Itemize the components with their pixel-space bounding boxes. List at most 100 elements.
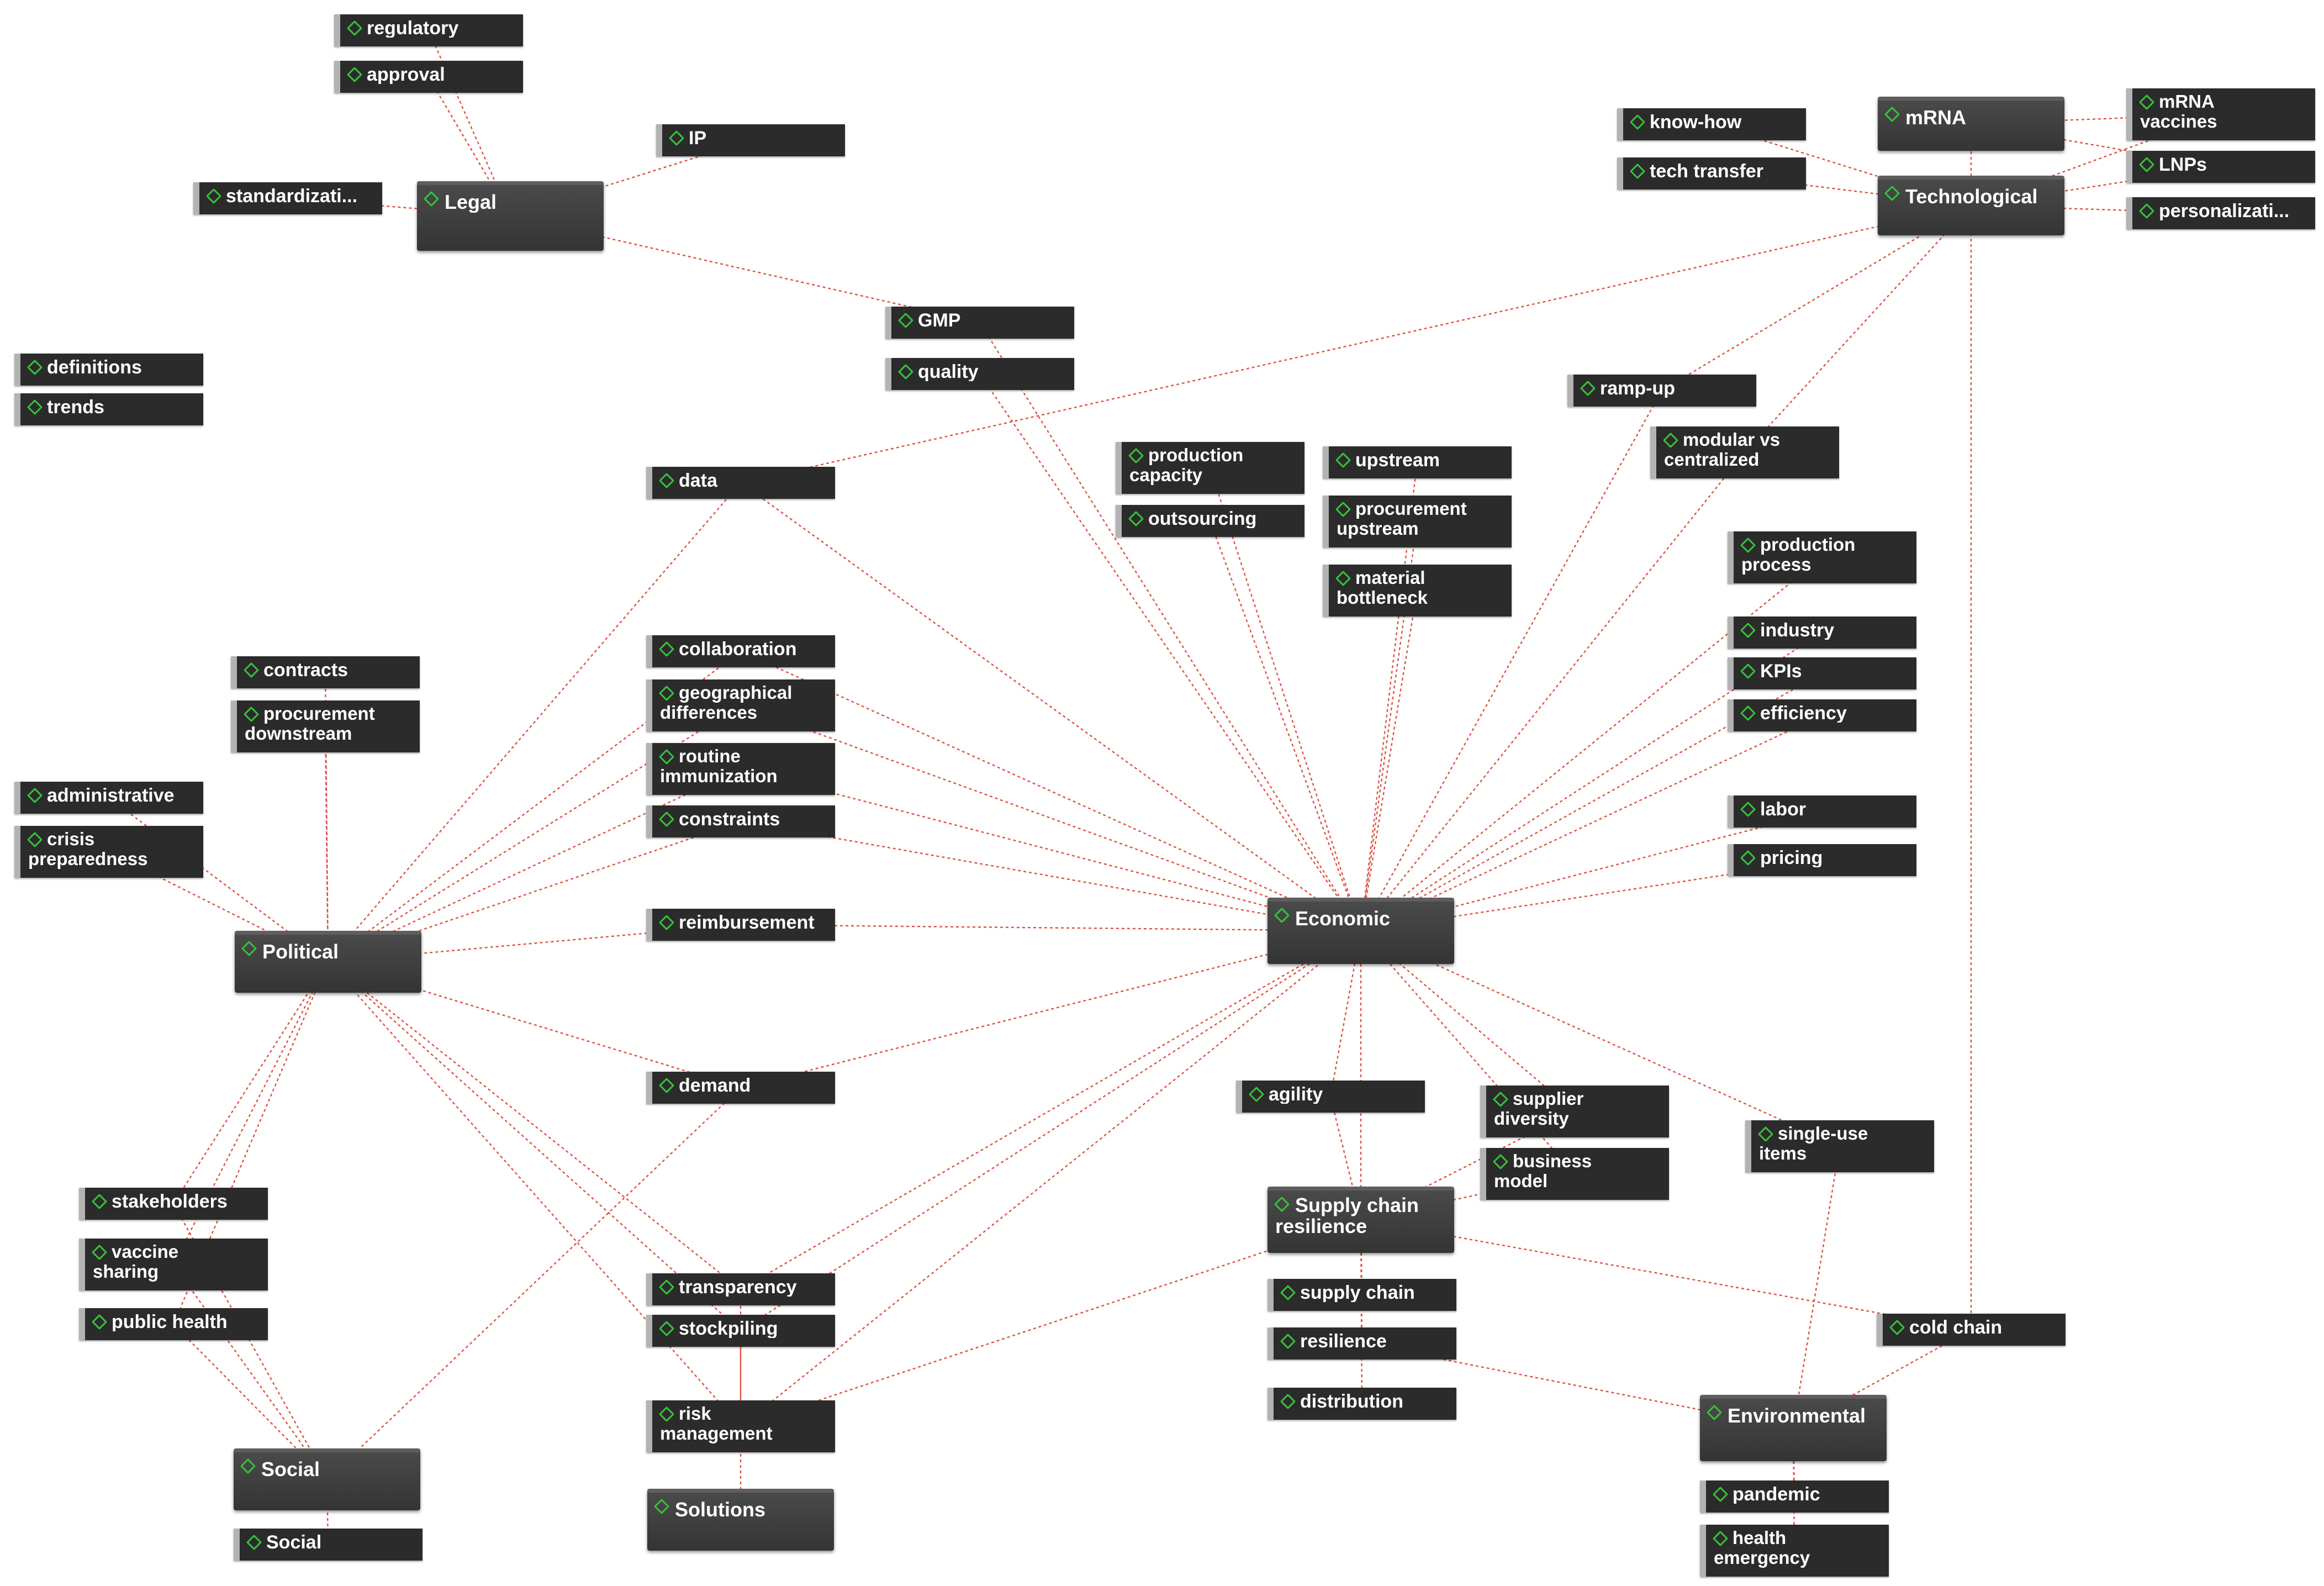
node-label: Legal xyxy=(445,192,497,213)
node-label: geographical differences xyxy=(660,683,793,723)
node-social[interactable]: Social xyxy=(234,1448,420,1510)
node-crisis-preparedness[interactable]: crisis preparedness xyxy=(14,826,203,878)
node-vaccine-sharing[interactable]: vaccine sharing xyxy=(79,1239,268,1290)
node-label: supply chain xyxy=(1300,1283,1415,1302)
node-business-model[interactable]: business model xyxy=(1480,1148,1669,1200)
node-social-tag[interactable]: Social xyxy=(234,1529,422,1561)
node-ramp-up[interactable]: ramp-up xyxy=(1567,375,1756,407)
node-administrative[interactable]: administrative xyxy=(14,782,203,814)
node-lnps[interactable]: LNPs xyxy=(2126,151,2315,183)
node-pandemic[interactable]: pandemic xyxy=(1700,1480,1889,1513)
node-political[interactable]: Political xyxy=(235,931,421,993)
node-production-capacity[interactable]: production capacity xyxy=(1116,442,1304,494)
node-cold-chain[interactable]: cold chain xyxy=(1877,1314,2066,1346)
node-label: material bottleneck xyxy=(1337,568,1428,608)
node-outsourcing[interactable]: outsourcing xyxy=(1116,505,1304,537)
node-label: know-how xyxy=(1650,113,1742,131)
diamond-icon xyxy=(1712,1486,1726,1500)
node-gmp[interactable]: GMP xyxy=(885,307,1074,339)
node-labor[interactable]: labor xyxy=(1728,795,1916,828)
node-quality[interactable]: quality xyxy=(885,358,1074,390)
node-know-how[interactable]: know-how xyxy=(1617,108,1806,140)
diamond-icon xyxy=(658,1077,673,1092)
node-demand[interactable]: demand xyxy=(646,1072,835,1104)
node-geographical-differences[interactable]: geographical differences xyxy=(646,679,835,731)
node-procurement-upstream[interactable]: procurement upstream xyxy=(1323,496,1512,547)
diamond-icon xyxy=(1884,106,1898,120)
node-ip[interactable]: IP xyxy=(656,124,845,156)
node-risk-management[interactable]: risk management xyxy=(646,1400,835,1452)
node-definitions[interactable]: definitions xyxy=(14,354,203,386)
node-label: efficiency xyxy=(1760,704,1847,723)
node-regulatory[interactable]: regulatory xyxy=(334,14,523,46)
diamond-icon xyxy=(658,914,673,929)
node-label: personalizati... xyxy=(2159,202,2290,220)
node-reimbursement[interactable]: reimbursement xyxy=(646,909,835,941)
node-data[interactable]: data xyxy=(646,467,835,499)
node-label: public health xyxy=(112,1313,228,1331)
node-approval[interactable]: approval xyxy=(334,61,523,93)
node-label: Supply chain resilience xyxy=(1275,1195,1419,1237)
node-label: administrative xyxy=(47,786,175,805)
node-mrna[interactable]: mRNA xyxy=(1878,97,2064,151)
node-label: vaccine sharing xyxy=(93,1242,179,1282)
node-label: business model xyxy=(1494,1151,1592,1191)
node-procurement-downstream[interactable]: procurement downstream xyxy=(231,700,420,752)
edge-procurement_downstream-political xyxy=(324,726,329,962)
node-economic[interactable]: Economic xyxy=(1267,898,1454,964)
node-tech-transfer[interactable]: tech transfer xyxy=(1617,157,1806,189)
node-public-health[interactable]: public health xyxy=(79,1308,268,1340)
diamond-icon xyxy=(2138,203,2153,217)
node-label: mRNA xyxy=(1905,107,1967,128)
node-kpis[interactable]: KPIs xyxy=(1728,657,1916,689)
node-label: agility xyxy=(1269,1085,1323,1104)
node-health-emergency[interactable]: health emergency xyxy=(1700,1525,1889,1577)
node-legal[interactable]: Legal xyxy=(417,181,604,251)
node-contracts[interactable]: contracts xyxy=(231,656,420,688)
node-routine-immunization[interactable]: routine immunization xyxy=(646,743,835,795)
node-supplier-diversity[interactable]: supplier diversity xyxy=(1480,1086,1669,1137)
diamond-icon xyxy=(27,359,41,373)
node-upstream[interactable]: upstream xyxy=(1323,446,1512,478)
node-technological[interactable]: Technological xyxy=(1878,176,2064,235)
node-production-process[interactable]: production process xyxy=(1728,531,1916,583)
node-mrna-vaccines[interactable]: mRNA vaccines xyxy=(2126,88,2315,140)
node-resilience[interactable]: resilience xyxy=(1267,1327,1456,1360)
node-label: risk management xyxy=(660,1404,773,1443)
diamond-icon xyxy=(658,1279,673,1293)
diamond-icon xyxy=(1740,622,1754,636)
node-distribution[interactable]: distribution xyxy=(1267,1388,1456,1420)
node-stockpiling[interactable]: stockpiling xyxy=(646,1315,835,1347)
node-single-use-items[interactable]: single-use items xyxy=(1745,1120,1934,1172)
node-label: tech transfer xyxy=(1650,162,1763,181)
node-efficiency[interactable]: efficiency xyxy=(1728,699,1916,731)
node-label: Social xyxy=(261,1459,320,1480)
node-environmental[interactable]: Environmental xyxy=(1700,1395,1887,1461)
node-label: KPIs xyxy=(1760,662,1802,681)
node-transparency[interactable]: transparency xyxy=(646,1273,835,1305)
node-standardization[interactable]: standardizati... xyxy=(193,182,382,214)
node-modular[interactable]: modular vs centralized xyxy=(1650,426,1839,478)
node-pricing[interactable]: pricing xyxy=(1728,844,1916,876)
node-agility[interactable]: agility xyxy=(1236,1081,1425,1113)
node-label: pandemic xyxy=(1733,1485,1820,1504)
node-stakeholders[interactable]: stakeholders xyxy=(79,1188,268,1220)
diamond-icon xyxy=(1280,1333,1294,1347)
node-industry[interactable]: industry xyxy=(1728,617,1916,649)
node-supply-chain-resilience[interactable]: Supply chain resilience xyxy=(1267,1187,1454,1253)
diamond-icon xyxy=(653,1498,668,1513)
node-collaboration[interactable]: collaboration xyxy=(646,635,835,667)
diamond-icon xyxy=(1884,185,1898,199)
diamond-icon xyxy=(1274,907,1288,921)
node-material-bottleneck[interactable]: material bottleneck xyxy=(1323,565,1512,617)
node-label: procurement upstream xyxy=(1337,499,1467,539)
node-solutions[interactable]: Solutions xyxy=(647,1489,834,1551)
node-constraints[interactable]: constraints xyxy=(646,805,835,837)
node-supply-chain[interactable]: supply chain xyxy=(1267,1279,1456,1311)
node-trends[interactable]: trends xyxy=(14,393,203,425)
node-personalization[interactable]: personalizati... xyxy=(2126,197,2315,229)
node-label: reimbursement xyxy=(679,913,815,932)
node-label: resilience xyxy=(1300,1332,1387,1351)
